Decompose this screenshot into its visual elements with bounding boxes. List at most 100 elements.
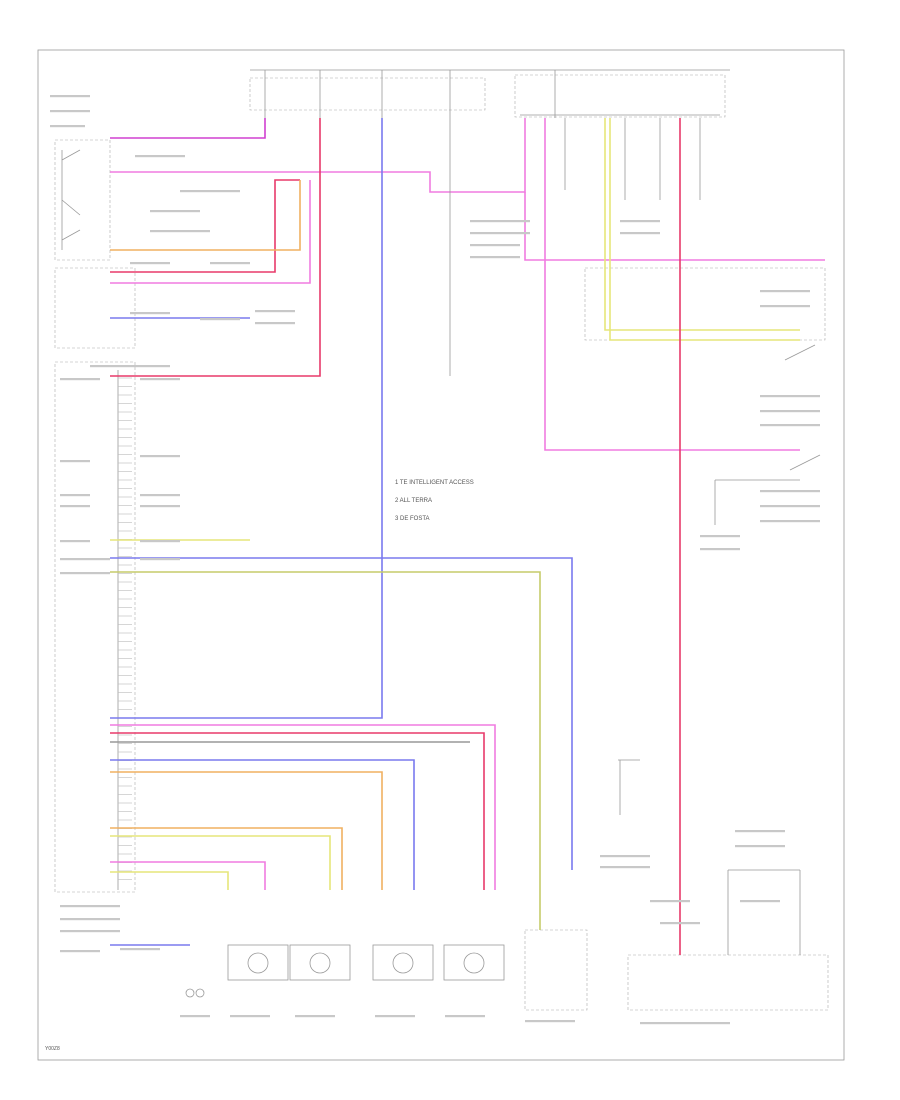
- text-mark: [60, 540, 90, 543]
- sensor-coil-icon: [463, 952, 485, 974]
- text-mark: [120, 948, 160, 951]
- wire: [110, 861, 266, 890]
- text-mark: [60, 572, 110, 575]
- text-mark: [760, 520, 820, 523]
- text-mark: [620, 232, 660, 235]
- text-mark: [60, 378, 100, 381]
- wire: [110, 557, 573, 870]
- notes-legend: 1 TE INTELLIGENT ACCESS 2 ALL TERRA 3 DE…: [395, 480, 474, 522]
- text-mark: [60, 930, 120, 933]
- text-mark: [470, 256, 520, 259]
- wire: [110, 827, 343, 890]
- left-module-box: [54, 267, 136, 893]
- text-mark: [255, 310, 295, 313]
- sensor-coil-icon: [247, 952, 269, 974]
- ground-icon: [185, 988, 195, 998]
- wire: [110, 724, 496, 890]
- text-mark: [60, 505, 90, 508]
- wire: [110, 759, 415, 890]
- text-mark: [210, 262, 250, 265]
- wire: [110, 118, 266, 139]
- text-mark: [735, 830, 785, 833]
- text-mark: [760, 395, 820, 398]
- text-mark: [255, 322, 295, 325]
- text-mark: [90, 365, 170, 368]
- right-components: [584, 267, 826, 815]
- text-mark: [130, 262, 170, 265]
- wheel-speed-sensor: [289, 944, 351, 981]
- text-mark: [180, 190, 240, 193]
- text-mark: [600, 855, 650, 858]
- connector-pins: [118, 377, 132, 880]
- wire: [609, 118, 800, 341]
- text-mark: [660, 922, 700, 925]
- text-mark: [470, 232, 530, 235]
- wire: [110, 835, 331, 890]
- bottom-sensors: [185, 944, 505, 998]
- text-mark: [50, 95, 90, 98]
- text-mark: [60, 558, 110, 561]
- text-mark: [140, 505, 180, 508]
- fuse-row-top: [249, 69, 730, 118]
- text-mark: [135, 155, 185, 158]
- wire: [524, 192, 825, 261]
- text-mark: [140, 494, 180, 497]
- sensor-coil-icon: [309, 952, 331, 974]
- text-mark: [140, 540, 180, 543]
- text-mark: [760, 490, 820, 493]
- text-mark: [140, 558, 180, 561]
- text-mark: [200, 318, 240, 321]
- text-mark: [180, 1015, 210, 1018]
- wire: [110, 732, 485, 890]
- wire: [110, 871, 229, 890]
- wire: [544, 118, 800, 451]
- text-mark: [640, 1022, 730, 1025]
- text-mark: [700, 548, 740, 551]
- wire: [110, 771, 383, 890]
- text-mark: [760, 305, 810, 308]
- text-mark: [295, 1015, 335, 1018]
- text-mark: [470, 244, 520, 247]
- left-switch-block: [54, 139, 111, 261]
- text-mark: [620, 220, 660, 223]
- note-1: 1 TE INTELLIGENT ACCESS: [395, 480, 474, 486]
- text-mark: [375, 1015, 415, 1018]
- text-mark: [445, 1015, 485, 1018]
- wire: [604, 118, 800, 331]
- wires: [110, 70, 825, 955]
- text-mark: [60, 460, 90, 463]
- text-mark: [740, 900, 780, 903]
- text-mark: [760, 424, 820, 427]
- text-mark: [50, 125, 85, 128]
- note-3: 3 DE FOSTA: [395, 516, 430, 522]
- text-mark: [60, 950, 100, 953]
- wire: [110, 118, 321, 377]
- wheel-speed-sensor: [227, 944, 289, 981]
- text-mark: [140, 455, 180, 458]
- text-mark: [470, 220, 530, 223]
- text-mark: [60, 905, 120, 908]
- text-mark: [650, 900, 690, 903]
- text-mark: [140, 378, 180, 381]
- diagram-border: [37, 49, 845, 1061]
- text-mark: [60, 494, 90, 497]
- text-mark: [525, 1020, 575, 1023]
- sensor-coil-icon: [392, 952, 414, 974]
- wire: [110, 180, 311, 284]
- text-mark: [50, 110, 90, 113]
- label-clutter: [50, 95, 820, 1025]
- wire: [110, 180, 301, 251]
- text-mark: [150, 230, 210, 233]
- text-mark: [600, 866, 650, 869]
- wire: [110, 118, 383, 719]
- wire: [110, 118, 526, 193]
- bottom-right-module: [524, 869, 829, 1011]
- text-mark: [760, 290, 810, 293]
- text-mark: [700, 535, 740, 538]
- wheel-speed-sensor: [443, 944, 505, 981]
- wire: [110, 571, 541, 930]
- wheel-speed-sensor: [372, 944, 434, 981]
- text-mark: [230, 1015, 270, 1018]
